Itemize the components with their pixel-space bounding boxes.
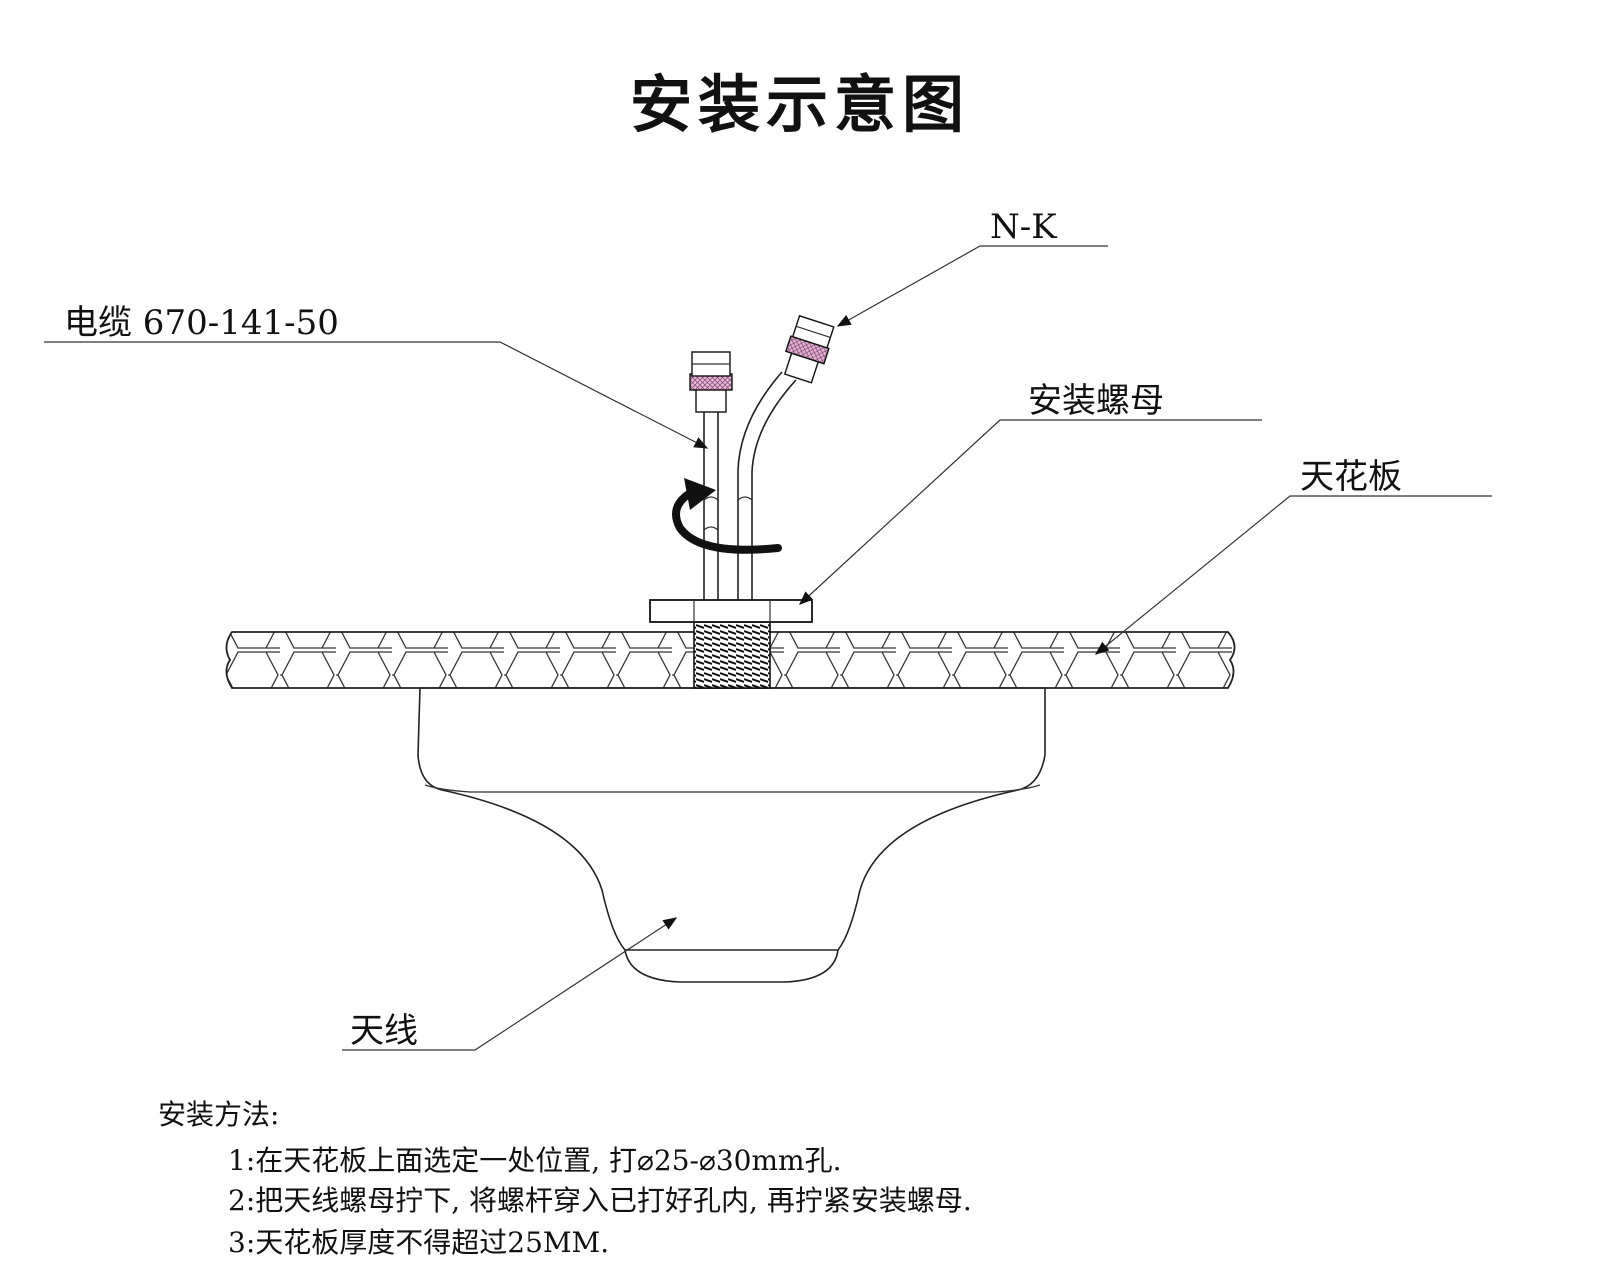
label-connector: N-K: [990, 207, 1057, 247]
instruction-step-2: 2:把天线螺母拧下, 将螺杆穿入已打好孔内, 再拧紧安装螺母.: [228, 1184, 972, 1217]
label-ceiling: 天花板: [1300, 457, 1402, 497]
page-title: 安装示意图: [630, 68, 970, 141]
mounting-nut: [649, 599, 813, 623]
label-cable: 电缆 670-141-50: [64, 303, 339, 343]
label-nut: 安装螺母: [1028, 381, 1164, 421]
instruction-step-3: 3:天花板厚度不得超过25MM.: [228, 1226, 609, 1259]
instruction-step-1: 1:在天花板上面选定一处位置, 打⌀25-⌀30mm孔.: [228, 1144, 842, 1177]
instructions-heading: 安装方法:: [158, 1098, 279, 1131]
threaded-stud: [693, 621, 771, 689]
cable-straight: [689, 351, 733, 600]
label-antenna: 天线: [350, 1011, 418, 1051]
installation-instructions: 安装方法: 1:在天花板上面选定一处位置, 打⌀25-⌀30mm孔. 2:把天线…: [158, 1098, 972, 1259]
rotation-arrow-icon: [672, 478, 782, 554]
cable-curved: [737, 314, 835, 600]
leader-lines: [44, 245, 1492, 1051]
antenna-body: [417, 687, 1046, 983]
